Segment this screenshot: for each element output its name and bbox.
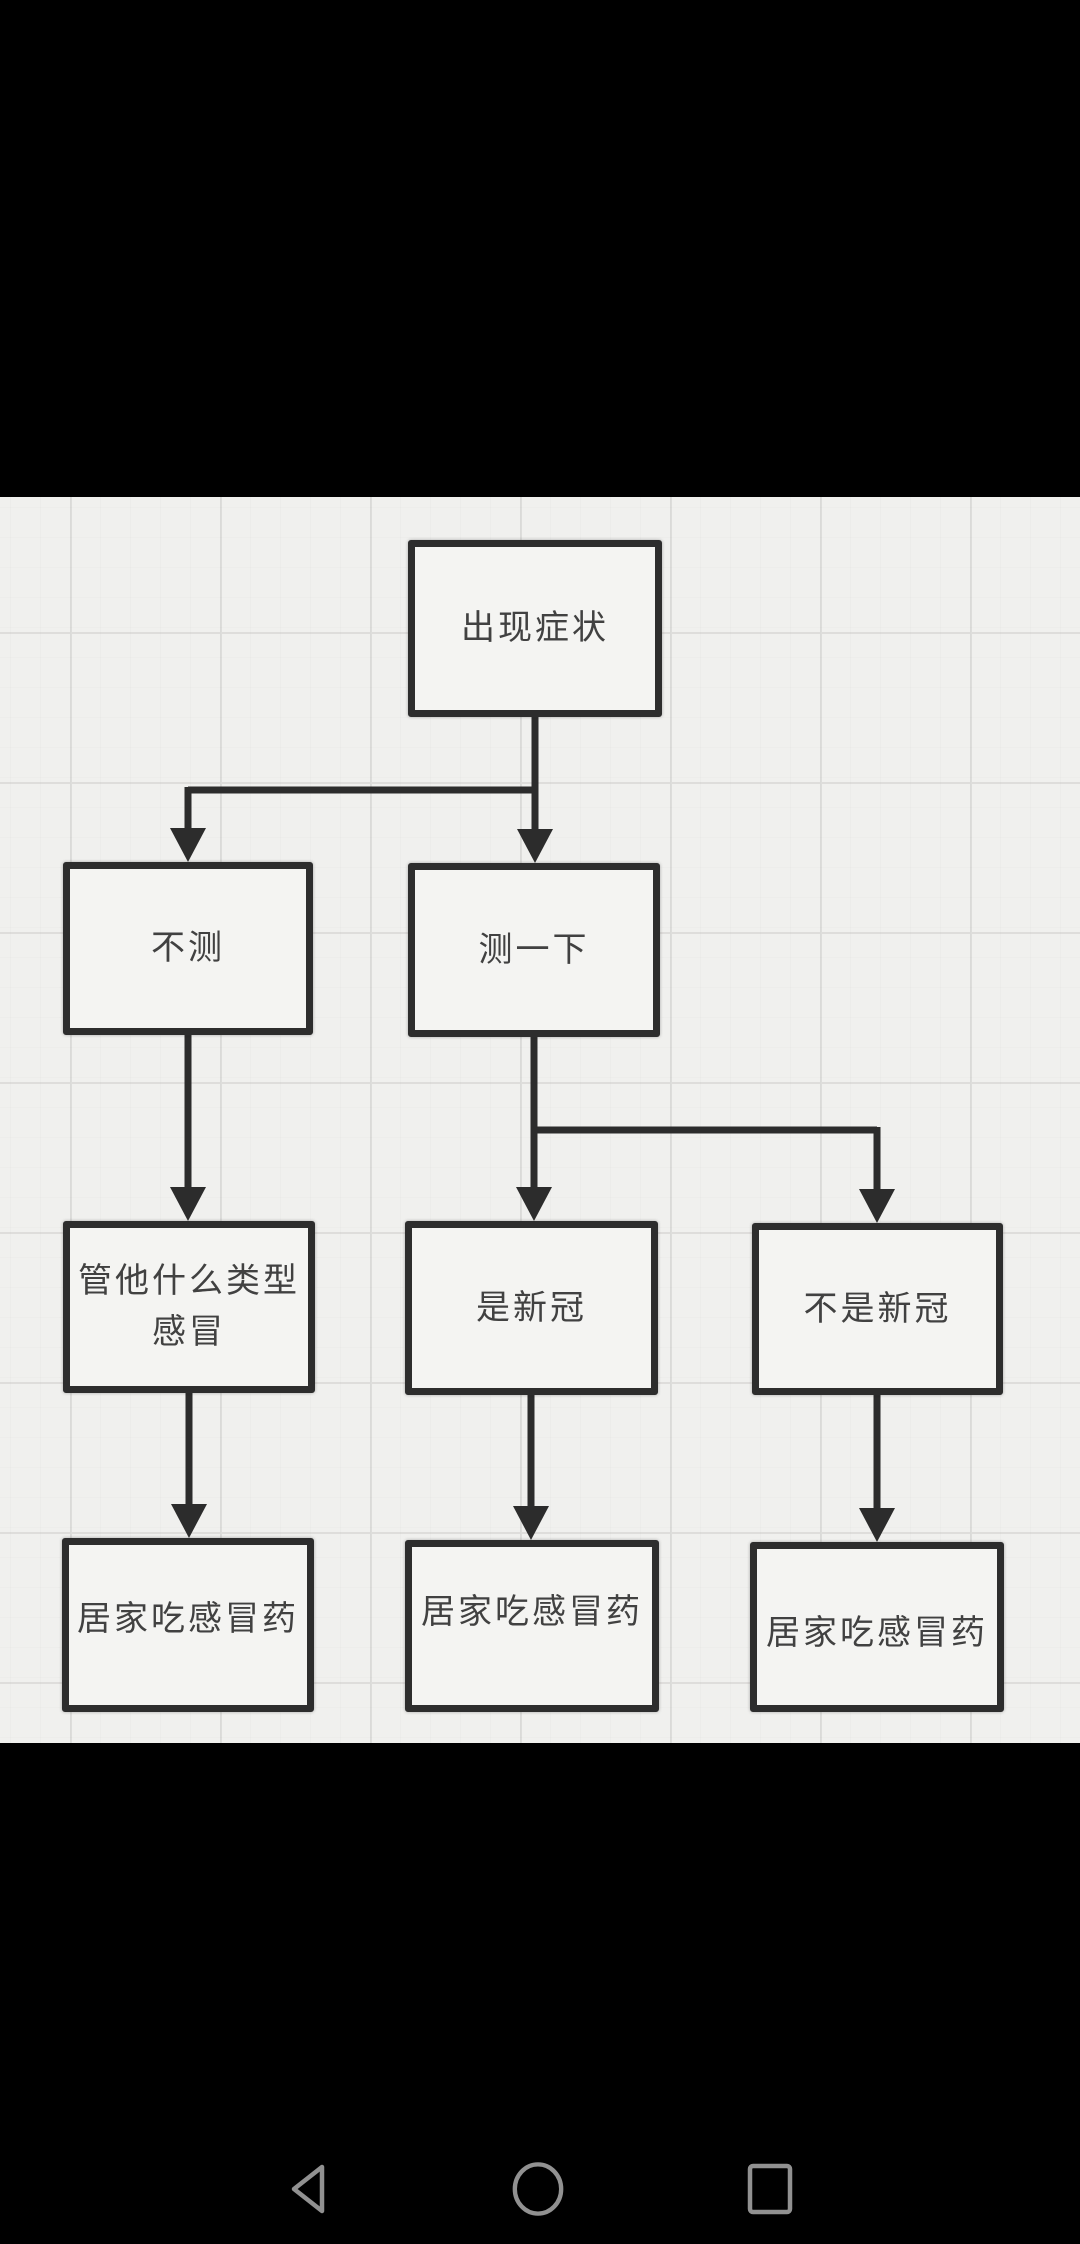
letterbox-top bbox=[0, 0, 1080, 497]
node-no-test: 不测 bbox=[63, 862, 313, 1035]
node-start: 出现症状 bbox=[408, 540, 662, 717]
recents-icon bbox=[747, 2163, 793, 2215]
home-button[interactable] bbox=[510, 2160, 566, 2218]
arrowhead-no-test bbox=[170, 828, 206, 862]
node-not-covid: 不是新冠 bbox=[752, 1223, 1003, 1395]
node-no-test-label: 不测 bbox=[151, 929, 225, 967]
connector-test-trunk bbox=[530, 1035, 877, 1134]
arrowhead-is-covid bbox=[516, 1187, 552, 1221]
node-whatever-cold: 管他什么类型感冒 bbox=[63, 1221, 315, 1393]
node-home-med-3-label: 居家吃感冒药 bbox=[766, 1613, 988, 1652]
arrowhead-whatever bbox=[170, 1187, 206, 1221]
arrowhead-home1 bbox=[171, 1504, 207, 1538]
arrowhead-test bbox=[517, 829, 553, 863]
node-home-med-2-label: 居家吃感冒药 bbox=[421, 1592, 643, 1631]
connector-start-trunk bbox=[188, 713, 539, 794]
node-whatever-cold-label: 管他什么类型感冒 bbox=[78, 1262, 300, 1351]
node-not-covid-label: 不是新冠 bbox=[803, 1289, 952, 1328]
node-test-label: 测一下 bbox=[478, 930, 590, 969]
home-icon bbox=[512, 2162, 564, 2216]
node-start-label: 出现症状 bbox=[461, 609, 609, 647]
node-test: 测一下 bbox=[408, 863, 660, 1037]
arrowhead-home3 bbox=[859, 1508, 895, 1542]
letterbox-bottom bbox=[0, 1743, 1080, 2130]
node-home-med-1-label: 居家吃感冒药 bbox=[77, 1599, 299, 1638]
node-home-med-2: 居家吃感冒药 bbox=[405, 1540, 659, 1712]
back-button[interactable] bbox=[280, 2160, 336, 2218]
flowchart-connectors bbox=[170, 713, 895, 1542]
flowchart-image: 出现症状 不测 测一下 管他什么类型感冒 是新冠 不是新冠 居家吃感冒药 居家吃… bbox=[0, 497, 1080, 1743]
node-is-covid-label: 是新冠 bbox=[476, 1288, 587, 1327]
node-is-covid: 是新冠 bbox=[405, 1221, 658, 1395]
node-home-med-3: 居家吃感冒药 bbox=[750, 1542, 1004, 1712]
arrowhead-home2 bbox=[513, 1506, 549, 1540]
arrowhead-not-covid bbox=[859, 1189, 895, 1223]
node-home-med-1: 居家吃感冒药 bbox=[62, 1538, 314, 1712]
back-icon bbox=[291, 2164, 325, 2214]
android-navbar bbox=[0, 2130, 1080, 2244]
recents-button[interactable] bbox=[742, 2160, 798, 2218]
